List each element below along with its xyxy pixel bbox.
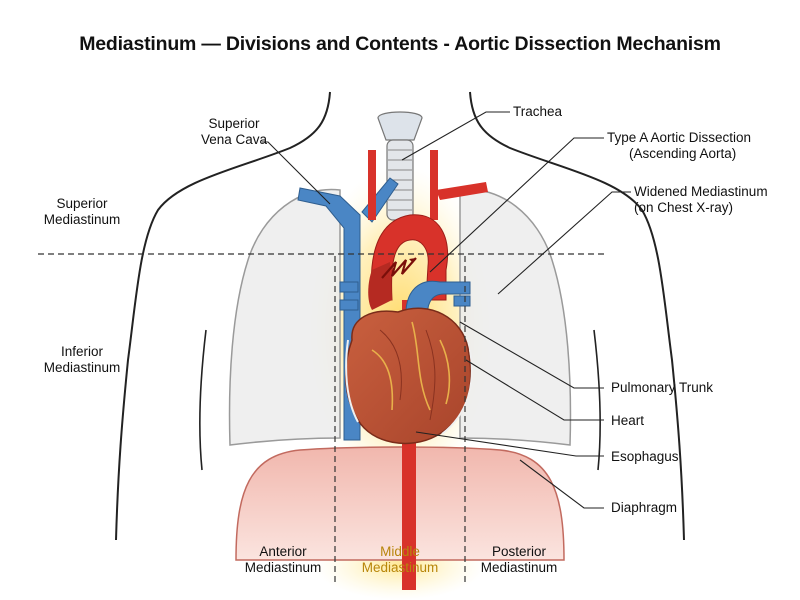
aortic-arch-shape	[368, 214, 448, 310]
label-esophagus: Esophagus	[611, 449, 679, 464]
division-lines	[38, 253, 605, 585]
label-pulmonary-trunk: Pulmonary Trunk	[611, 380, 714, 395]
label-superior-mediastinum: Superior Mediastinum	[43, 196, 121, 227]
label-widened-mediastinum: Widened Mediastinum (on Chest X-ray)	[634, 184, 768, 215]
label-trachea: Trachea	[513, 104, 563, 119]
label-posterior-mediastinum: Posterior Mediastinum	[480, 544, 558, 575]
dissection-tear-icon	[381, 257, 417, 279]
page-title: Mediastinum — Divisions and Contents - A…	[79, 33, 721, 55]
heart-shape	[345, 307, 473, 445]
label-diaphragm: Diaphragm	[611, 500, 678, 515]
label-superior-vena-cava: Superior Vena Cava	[200, 116, 268, 147]
leader-lines	[262, 111, 631, 509]
label-inferior-mediastinum: Inferior Mediastinum	[43, 344, 121, 375]
label-anterior-mediastinum: Anterior Mediastinum	[244, 544, 322, 575]
label-middle-mediastinum: Middle Mediastinum	[361, 544, 439, 575]
label-type-a-aortic-dissection: Type A Aortic Dissection (Ascending Aort…	[607, 130, 752, 161]
label-heart: Heart	[611, 413, 645, 428]
trachea-shape	[377, 111, 423, 221]
great-arteries-shape	[368, 150, 488, 220]
